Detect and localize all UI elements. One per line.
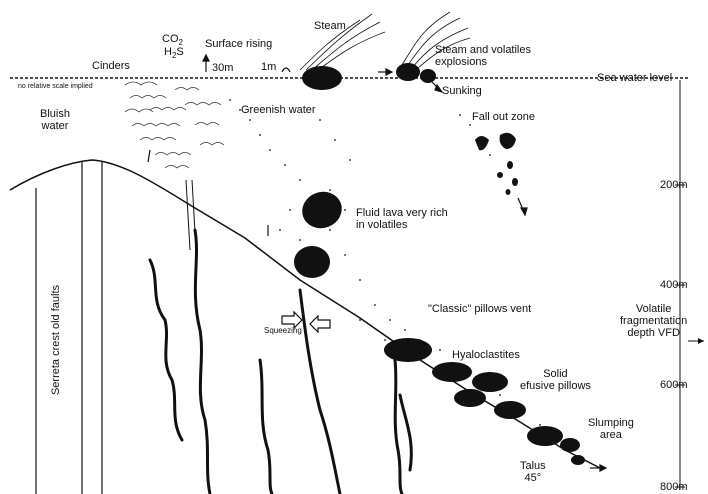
no-scale-note: no relative scale implied [18, 83, 93, 91]
feeder-dykes [150, 230, 411, 494]
steam-label: Steam [314, 20, 346, 32]
hyaloclastites-label: Hyaloclastites [452, 349, 520, 361]
squeezing-label: Squeezing [264, 327, 302, 335]
vent-conduit [186, 180, 196, 250]
cinders-label: Cinders [92, 60, 130, 72]
depth-label-600m: 600m [660, 379, 688, 391]
bluish-water-label: Bluish water [40, 108, 70, 132]
depth-label-200m: 200m [660, 179, 688, 191]
depth-label-400m: 400m [660, 279, 688, 291]
eruption-cloud [125, 82, 224, 168]
fall-out-zone-label: Fall out zone [472, 111, 535, 123]
sunking-label: Sunking [442, 85, 482, 97]
height-30m-label: 30m [212, 62, 233, 74]
slumping-area-label: Slumping area [588, 417, 634, 441]
serreta-faults-label: Serreta crest old faults [50, 285, 62, 395]
lava-blobs [294, 63, 585, 465]
surface-rising-label: Surface rising [205, 38, 272, 50]
talus-label: Talus 45° [520, 460, 546, 484]
steam-volatiles-label: Steam and volatiles explosions [435, 44, 531, 68]
fluid-lava-label: Fluid lava very rich in volatiles [356, 207, 448, 231]
vfd-label: Volatile fragmentation depth VFD [620, 303, 687, 339]
greenish-water-label: Greenish water [241, 104, 316, 116]
fallout-fragments [475, 133, 518, 195]
old-faults [36, 162, 102, 494]
arrows [148, 55, 606, 471]
sea-water-level-label: Sea water level [597, 72, 672, 84]
height-1m-label: 1m [261, 61, 276, 73]
classic-pillows-label: "Classic" pillows vent [428, 303, 531, 315]
solid-pillows-label: Solid efusive pillows [520, 368, 591, 392]
stipple-plume [229, 99, 556, 441]
h2s-label: H2S [164, 46, 184, 62]
depth-label-800m: 800m [660, 481, 688, 493]
